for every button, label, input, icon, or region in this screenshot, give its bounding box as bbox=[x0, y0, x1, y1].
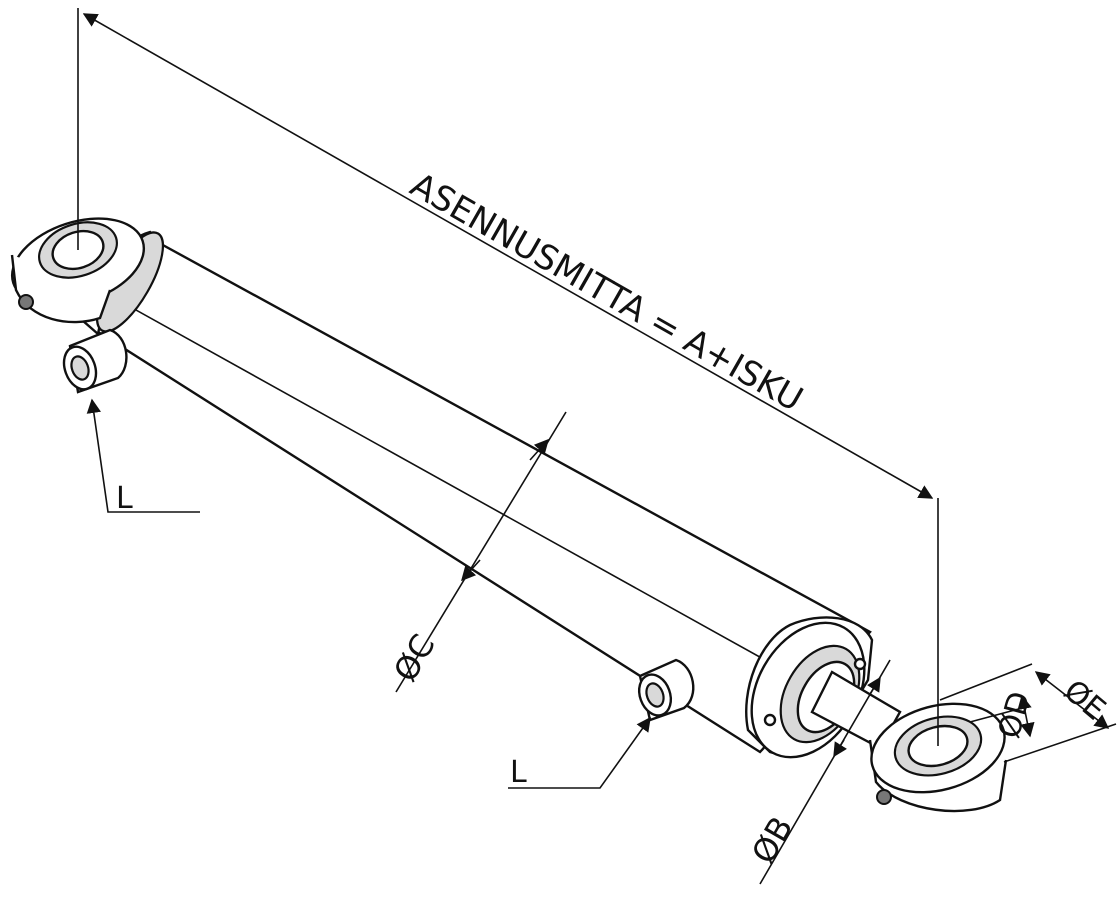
front-port-leader: L bbox=[508, 716, 651, 790]
barrel-diameter-label: ØC bbox=[386, 628, 443, 688]
rear-port-leader: L bbox=[86, 398, 200, 516]
rod-diameter-label: ØB bbox=[744, 810, 800, 870]
mounting-length-label: ASENNUSMITTA = A+ISKU bbox=[404, 165, 810, 420]
front-port-label: L bbox=[510, 755, 527, 790]
rear-port-label: L bbox=[116, 481, 133, 516]
rear-port-fitting bbox=[62, 328, 128, 394]
eye-outer-label: ØE bbox=[1057, 673, 1112, 727]
front-mounting-eye bbox=[868, 702, 1008, 813]
front-port-fitting bbox=[637, 658, 695, 722]
eye-bore-label: ØD bbox=[992, 688, 1038, 742]
